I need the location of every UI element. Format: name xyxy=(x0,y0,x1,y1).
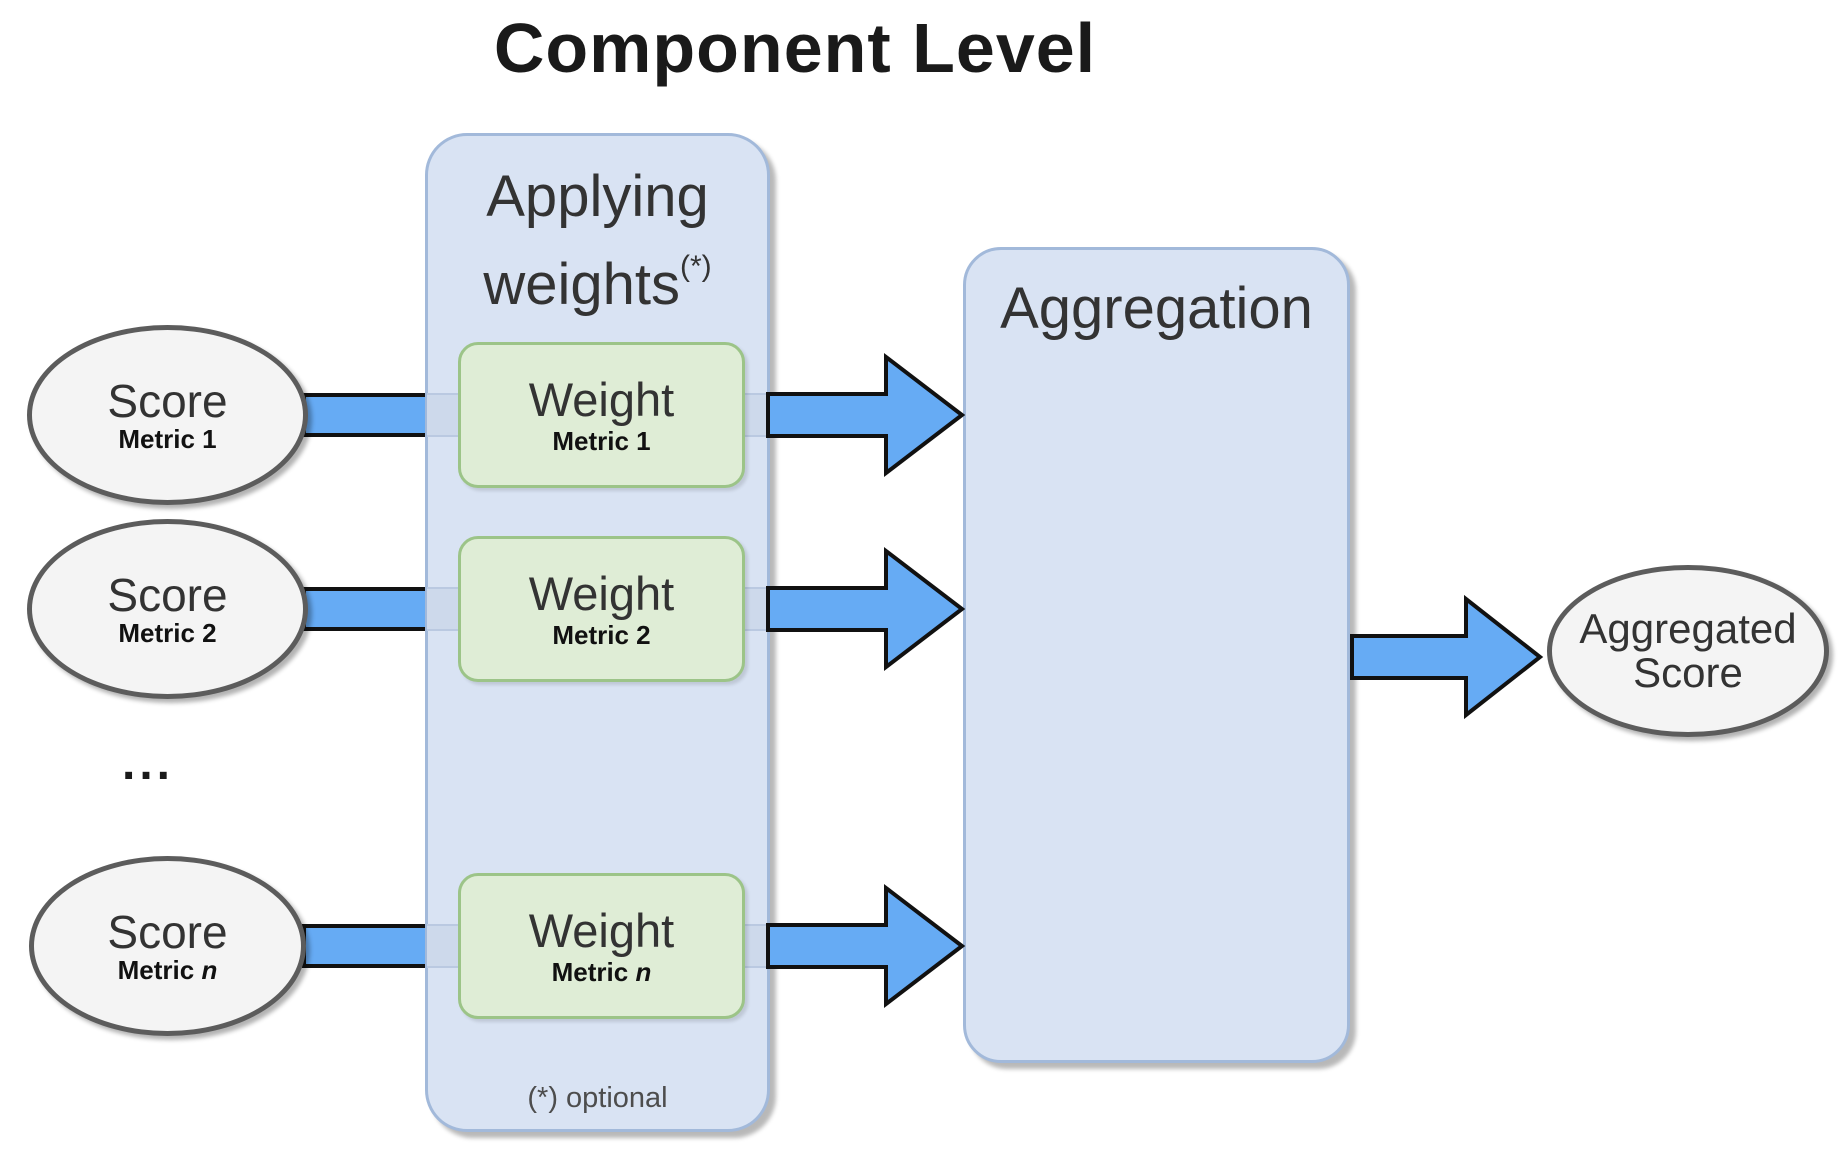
ellipsis-more-rows: ... xyxy=(122,737,175,790)
aggregation-title: Aggregation xyxy=(1000,276,1313,341)
weight-label: Weight xyxy=(528,903,675,957)
arrow-score1-to-weights xyxy=(302,393,434,437)
optional-asterisk: (*) xyxy=(680,250,712,283)
weight-metric-label: Metric 2 xyxy=(552,619,651,650)
aggregation-panel: Aggregation xyxy=(963,247,1350,1063)
arrow-weight1-to-aggregation-icon xyxy=(766,352,966,478)
arrow-weight2-to-aggregation-icon xyxy=(766,546,966,672)
score-metric-label: Metric n xyxy=(117,954,218,985)
weight-metric-label: Metric n xyxy=(551,956,652,987)
weight-label: Weight xyxy=(528,566,675,620)
arrow-score2-to-weights xyxy=(302,587,434,631)
weight-label: Weight xyxy=(528,372,675,426)
weight-metric-label: Metric 1 xyxy=(552,425,651,456)
score-node-metric-n: Score Metric n xyxy=(29,856,306,1036)
score-node-metric-1: Score Metric 1 xyxy=(27,325,308,505)
score-metric-label: Metric 2 xyxy=(118,617,217,648)
score-label: Score xyxy=(107,568,228,621)
aggregated-score-line2: Score xyxy=(1633,649,1743,696)
weight-box-metric-n: Weight Metric n xyxy=(458,873,745,1019)
score-node-metric-2: Score Metric 2 xyxy=(27,519,308,699)
weight-box-metric-2: Weight Metric 2 xyxy=(458,536,745,682)
aggregated-score-line1: Aggregated xyxy=(1579,605,1797,652)
aggregated-score-node: Aggregated Score xyxy=(1547,565,1829,737)
score-label: Score xyxy=(107,905,228,958)
footnote-optional: (*) optional xyxy=(527,1082,668,1114)
score-metric-label: Metric 1 xyxy=(118,423,217,454)
arrow-aggregation-to-output-icon xyxy=(1350,594,1544,720)
weight-box-metric-1: Weight Metric 1 xyxy=(458,342,745,488)
arrow-weightn-to-aggregation-icon xyxy=(766,883,966,1009)
page-title: Component Level xyxy=(493,9,1097,87)
applying-weights-title: Applying weights(*) xyxy=(483,164,712,317)
score-label: Score xyxy=(107,374,228,427)
arrow-scoren-to-weights xyxy=(302,924,434,968)
